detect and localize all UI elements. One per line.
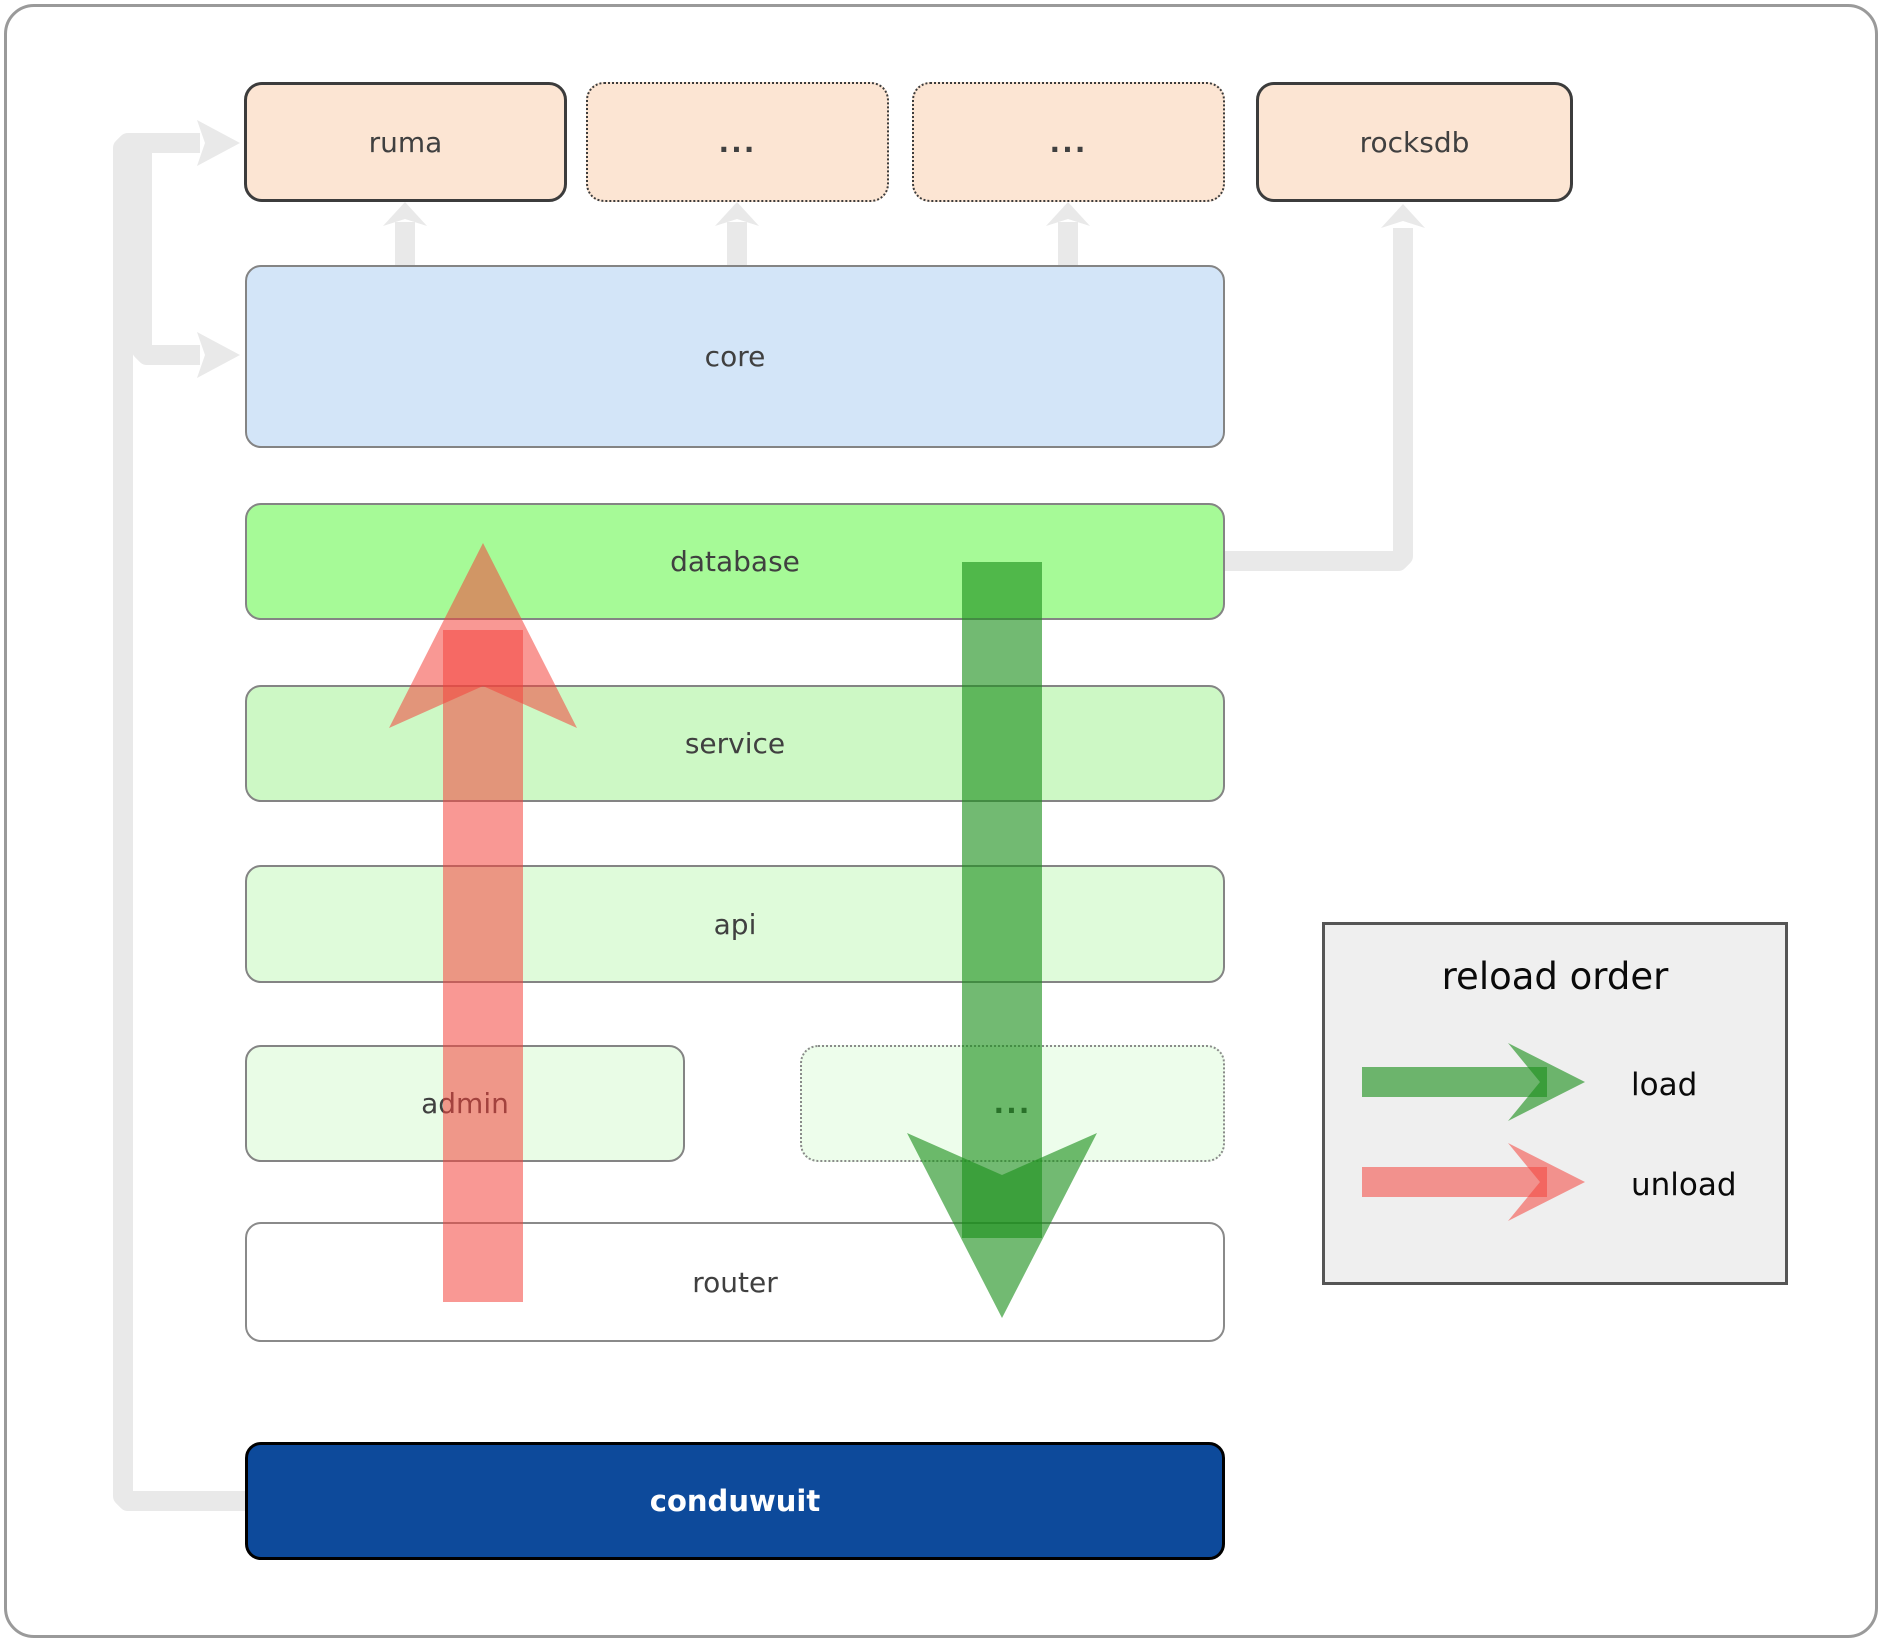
node-label: service [684, 727, 786, 760]
node-service: service [245, 685, 1225, 802]
node-ellipsis-2: ... [912, 82, 1225, 202]
arrowhead-icon [1046, 202, 1090, 226]
legend-unload-label: unload [1631, 1167, 1737, 1203]
node-ellipsis-3: ... [800, 1045, 1225, 1162]
legend-load-label: load [1631, 1067, 1698, 1103]
node-label: api [713, 907, 757, 941]
node-label: core [704, 340, 766, 373]
node-core: core [245, 265, 1225, 448]
node-rocksdb: rocksdb [1256, 82, 1573, 202]
arrowhead-icon [715, 202, 759, 226]
node-label: ruma [368, 125, 443, 159]
edge-conduwuit-to-core [132, 152, 240, 378]
node-database: database [245, 503, 1225, 620]
node-label: ... [993, 1087, 1032, 1120]
node-conduwuit: conduwuit [245, 1442, 1225, 1560]
node-label: admin [421, 1087, 509, 1120]
arrowhead-icon [1381, 204, 1425, 228]
legend: reload order load unload [1322, 922, 1788, 1285]
arrowhead-icon [383, 202, 427, 226]
arrowhead-icon [197, 120, 240, 166]
arrowhead-icon [197, 332, 240, 378]
node-api: api [245, 865, 1225, 983]
node-ellipsis-1: ... [586, 82, 889, 202]
edge-core-to-ellipsis-2 [1046, 202, 1090, 268]
node-label: database [670, 545, 800, 578]
node-label: rocksdb [1359, 125, 1470, 159]
legend-title: reload order [1441, 955, 1669, 998]
edge-core-to-ellipsis-1 [715, 202, 759, 268]
node-ruma: ruma [244, 82, 567, 202]
node-label: ... [718, 125, 757, 159]
node-admin: admin [245, 1045, 685, 1162]
node-router: router [245, 1222, 1225, 1342]
edge-conduwuit-to-ruma [113, 120, 252, 1511]
outer-border [4, 4, 1878, 1638]
edge-database-to-rocksdb [1225, 204, 1425, 571]
node-label: ... [1049, 125, 1088, 159]
node-label: router [692, 1265, 778, 1299]
node-label: conduwuit [649, 1484, 821, 1518]
edge-core-to-ruma [383, 202, 427, 268]
